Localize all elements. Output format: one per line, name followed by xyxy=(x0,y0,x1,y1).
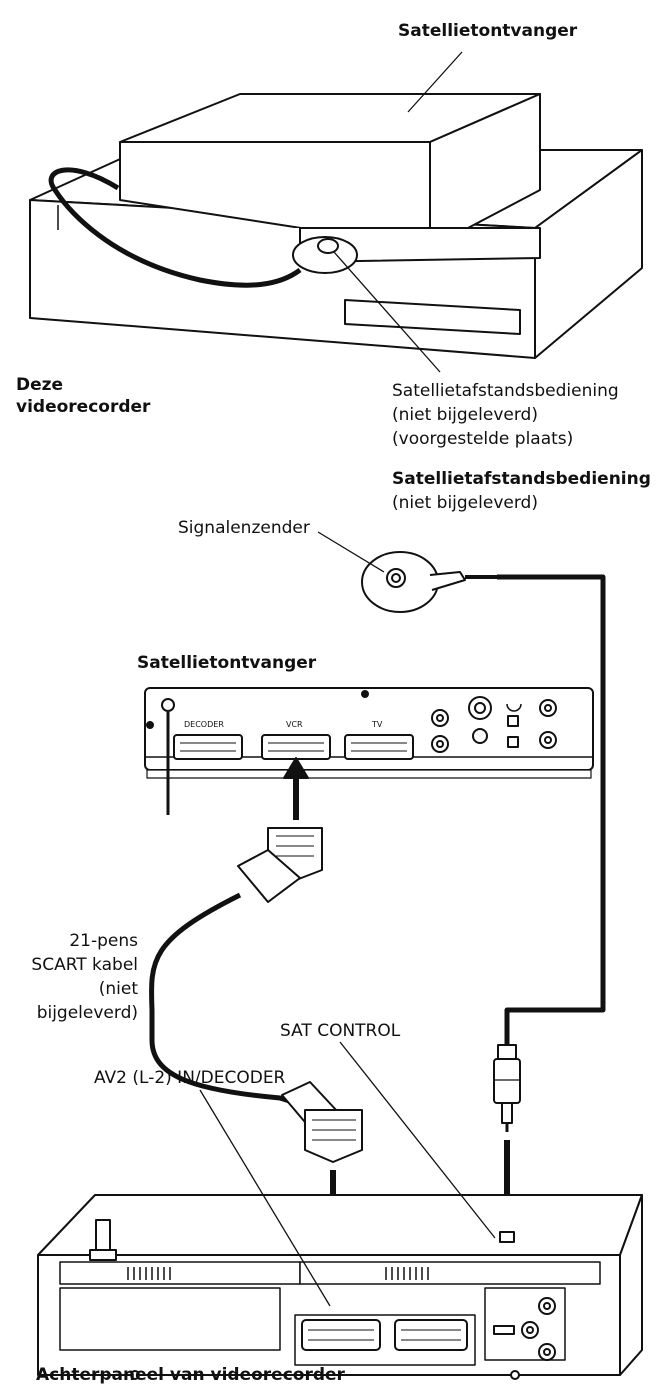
receiver-decoder-label: DECODER xyxy=(184,720,224,729)
cable-label-line4: bijgeleverd) xyxy=(36,1003,138,1023)
this-vcr-label-line2: videorecorder xyxy=(16,397,151,417)
remote-mid-label-line2: (niet bijgeleverd) xyxy=(392,493,538,513)
sat-control-plug xyxy=(493,1044,521,1132)
satellite-receiver-top-label: Satellietontvanger xyxy=(398,21,578,41)
remote-top-label-line2: (niet bijgeleverd) xyxy=(392,405,538,425)
vcr-rear-panel xyxy=(37,1194,643,1380)
scart-plug-upper xyxy=(237,827,323,903)
scart-plug-lower xyxy=(281,1081,363,1163)
remote-top-label-line1: Satellietafstandsbediening xyxy=(392,381,619,401)
cable-label-line1: 21-pens xyxy=(69,931,138,951)
receiver-tv-label: TV xyxy=(372,720,383,729)
sat-control-label: SAT CONTROL xyxy=(280,1021,401,1041)
remote-top-label-line3: (voorgestelde plaats) xyxy=(392,429,574,449)
rear-panel-label: Achterpaneel van videorecorder xyxy=(36,1365,345,1385)
receiver-vcr-label: VCR xyxy=(286,720,303,729)
av2-in-decoder-label: AV2 (L-2) IN/DECODER xyxy=(94,1068,286,1088)
signal-sender-label: Signalenzender xyxy=(178,518,310,538)
this-vcr-label-line1: Deze xyxy=(16,375,64,395)
cable-label-line2: SCART kabel xyxy=(31,955,138,975)
remote-mid-label-line1: Satellietafstandsbediening xyxy=(392,469,651,489)
remote-eye-top xyxy=(48,167,358,288)
cable-label-line3: (niet xyxy=(98,979,138,999)
signal-sender xyxy=(361,551,497,613)
satellite-receiver-mid-label: Satellietontvanger xyxy=(137,653,317,673)
satellite-receiver-rear xyxy=(144,687,594,815)
